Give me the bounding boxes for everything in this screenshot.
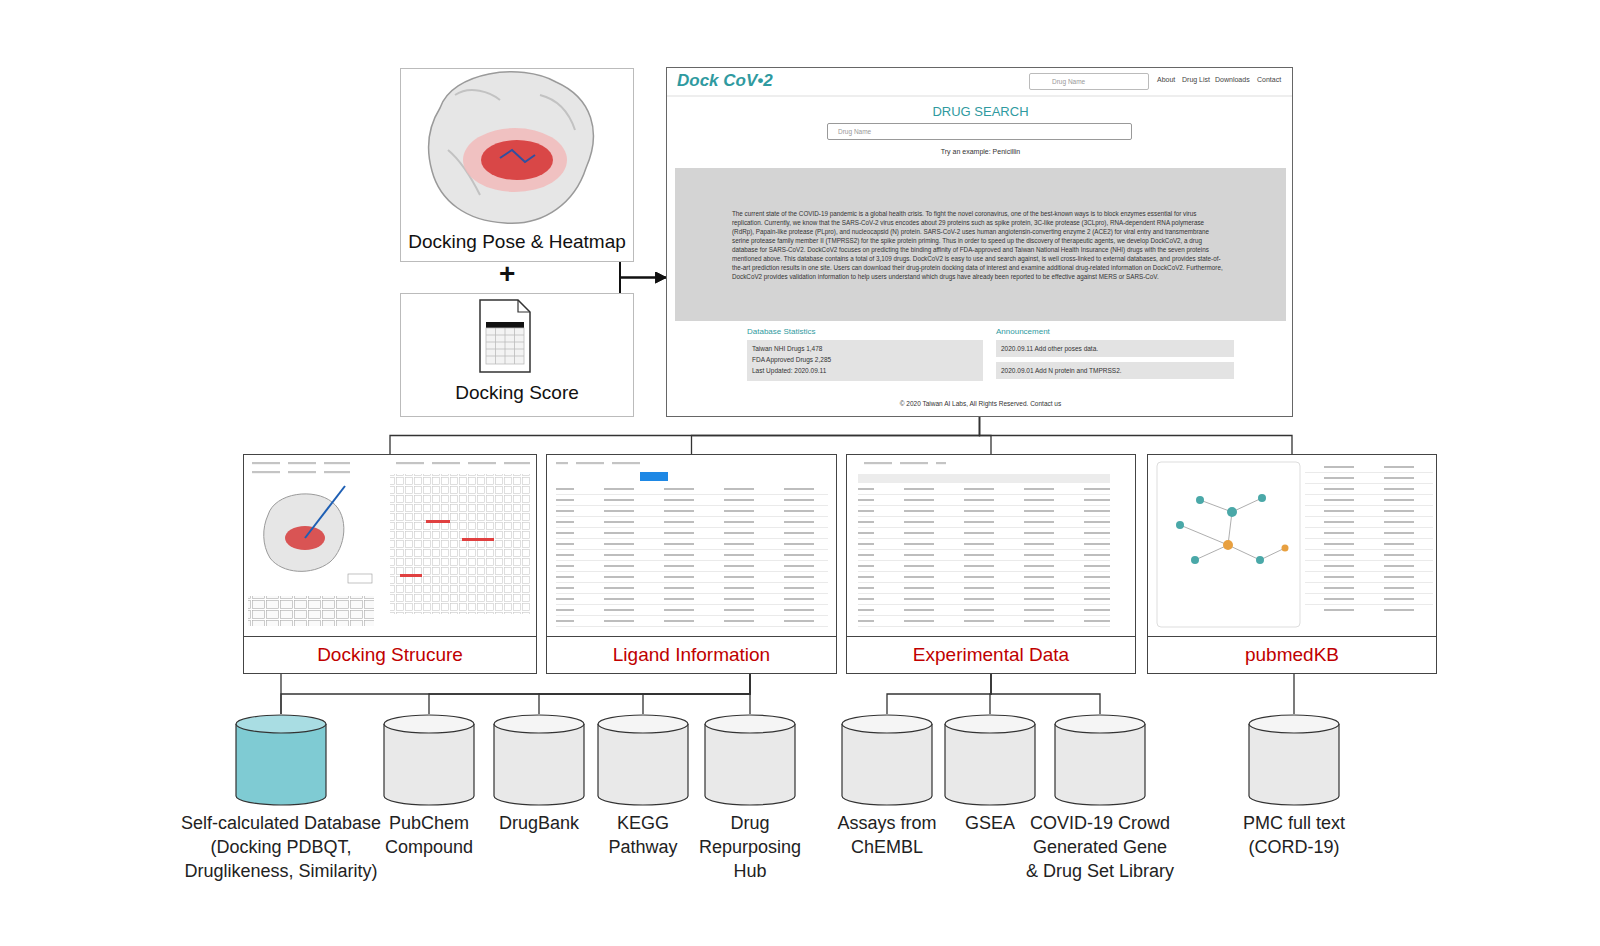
search-input: Drug Name <box>827 123 1132 140</box>
connector-line <box>980 417 1293 454</box>
document-fold <box>518 300 530 312</box>
database-cylinder <box>494 715 584 805</box>
database-label: GSEA <box>945 714 1035 835</box>
connector-line <box>692 417 980 454</box>
announcement-text: 2020.09.11 Add other poses data. <box>996 340 1234 357</box>
panel-title: Ligand Information <box>547 636 836 673</box>
announcement-text: 2020.09.01 Add N protein and TMPRSS2. <box>996 362 1234 379</box>
connector-line <box>1293 674 1294 714</box>
database-cylinder: Assays from ChEMBL <box>825 714 950 859</box>
database-cylinder: Drug Repurposing Hub <box>690 714 810 883</box>
heatmap-halo <box>463 128 567 192</box>
database-cylinder <box>945 715 1035 805</box>
connector-line <box>991 674 1100 714</box>
box-caption: Docking Score <box>401 382 633 404</box>
protein-surface <box>429 72 594 223</box>
website-text: Announcement <box>996 327 1050 336</box>
search-input: Drug Name <box>1029 73 1149 90</box>
database-label: KEGG Pathway <box>593 714 693 859</box>
ligand-screenshot <box>556 462 828 630</box>
connector-arrow <box>620 278 666 294</box>
stats-text: Last Updated: 2020.09.11 <box>752 365 978 376</box>
ligand-pose <box>500 150 535 162</box>
announcement-item: 2020.09.01 Add N protein and TMPRSS2. <box>996 362 1234 379</box>
website-text: Database Statistics <box>747 327 815 336</box>
website-text: About <box>1157 76 1175 83</box>
connector-line <box>887 674 991 714</box>
panel-title: Docking Strucure <box>244 636 536 673</box>
description-text: The current state of the COVID-19 pandem… <box>732 209 1224 281</box>
header-rule <box>667 96 1292 97</box>
database-cylinder <box>236 715 326 805</box>
connector-line <box>281 674 750 714</box>
docking-screenshot <box>248 462 530 626</box>
website-text: Dock CoV•2 <box>677 71 773 91</box>
screenshot-panel: Docking Strucure <box>243 454 537 674</box>
database-label: Drug Repurposing Hub <box>690 714 810 883</box>
stats-text: Taiwan NHI Drugs 1,478 <box>752 343 978 354</box>
database-label: PMC full text (CORD-19) <box>1224 714 1364 859</box>
website-text: DRUG SEARCH <box>667 104 1294 119</box>
illustration-box: Docking Pose & Heatmap <box>400 68 634 262</box>
table-header <box>486 322 524 328</box>
website-text: Try an example: Penicillin <box>667 148 1294 155</box>
panel-title: Experimental Data <box>847 636 1135 673</box>
database-cylinder <box>1055 715 1145 805</box>
surface-shading <box>448 90 575 195</box>
document-icon <box>480 300 530 372</box>
connector-line <box>749 674 750 714</box>
database-cylinder: DrugBank <box>484 714 594 835</box>
database-cylinder: GSEA <box>945 714 1035 835</box>
document-page <box>480 300 530 372</box>
database-cylinder: Self-calculated Database (Docking PDBQT,… <box>178 714 384 883</box>
database-cylinder: COVID-19 Crowd Generated Gene & Drug Set… <box>1025 714 1175 883</box>
database-cylinders <box>236 715 1339 805</box>
website-screenshot: Dock CoV•2 About Drug List Downloads Contact… <box>666 67 1293 417</box>
website-text: Drug List <box>1182 76 1210 83</box>
input-placeholder: Drug Name <box>828 124 1131 139</box>
pubmedkb-screenshot <box>1157 462 1433 627</box>
database-cylinder <box>705 715 795 805</box>
connector-line <box>429 674 750 714</box>
database-cylinder <box>1249 715 1339 805</box>
website-text: Downloads <box>1215 76 1250 83</box>
illustration-box: Docking Score <box>400 293 634 417</box>
website-text: Contact <box>1257 76 1281 83</box>
database-label: DrugBank <box>484 714 594 835</box>
database-label: PubChem Compound <box>374 714 484 859</box>
database-label: COVID-19 Crowd Generated Gene & Drug Set… <box>1025 714 1175 883</box>
database-cylinder: KEGG Pathway <box>593 714 693 859</box>
database-cylinder: PMC full text (CORD-19) <box>1224 714 1364 859</box>
screenshot-panel: pubmedKB <box>1147 454 1437 674</box>
website-text: © 2020 Taiwan AI Labs, All Rights Reserv… <box>667 400 1294 407</box>
panel-title: pubmedKB <box>1148 636 1436 673</box>
screenshot-panel: Experimental Data <box>846 454 1136 674</box>
input-placeholder: Drug Name <box>1030 74 1148 89</box>
announcement-item: 2020.09.11 Add other poses data. <box>996 340 1234 357</box>
experimental-screenshot <box>856 462 1110 630</box>
screenshot-panel: Ligand Information <box>546 454 837 674</box>
connector-line <box>539 674 750 714</box>
database-cylinder <box>842 715 932 805</box>
database-label: Self-calculated Database (Docking PDBQT,… <box>178 714 384 883</box>
database-cylinder: PubChem Compound <box>374 714 484 859</box>
table-grid <box>486 328 524 364</box>
stats-text: FDA Approved Drugs 2,285 <box>752 354 978 365</box>
box-caption: Docking Pose & Heatmap <box>401 231 633 253</box>
protein-illustration <box>429 72 594 223</box>
database-cylinder <box>598 715 688 805</box>
database-cylinder <box>384 715 474 805</box>
connector-line <box>390 417 980 454</box>
heatmap-core <box>481 140 553 180</box>
database-label: Assays from ChEMBL <box>825 714 950 859</box>
stats-panel: Taiwan NHI Drugs 1,478FDA Approved Drugs… <box>747 340 983 381</box>
table-body <box>486 328 524 364</box>
connector-line <box>643 674 750 714</box>
connector-arrow <box>620 262 666 278</box>
plus-sign: + <box>499 258 515 290</box>
description-panel: The current state of the COVID-19 pandem… <box>675 168 1286 321</box>
